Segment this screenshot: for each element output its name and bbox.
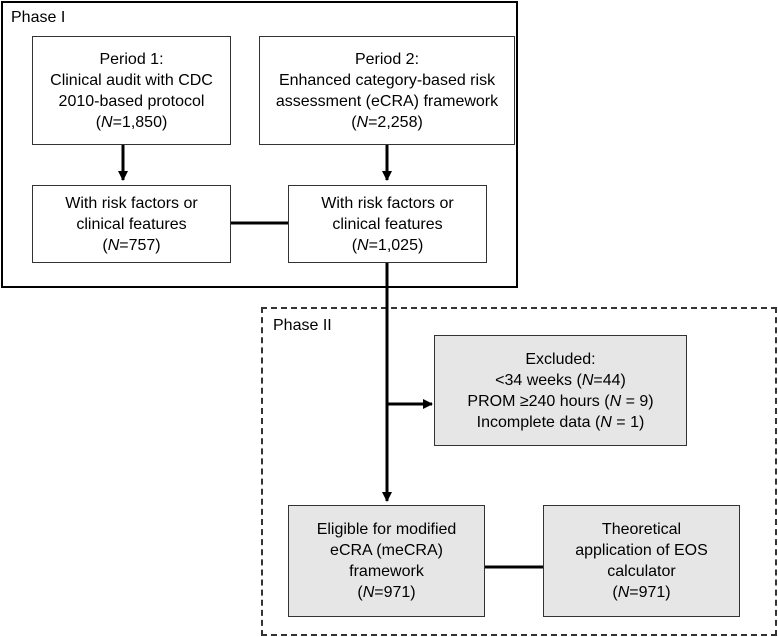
excluded-item-incomplete: Incomplete data (N = 1)	[476, 413, 645, 431]
eligible-mecra-box: Eligible for modified eCRA (meCRA) frame…	[288, 505, 485, 617]
period-2-box: Period 2: Enhanced category-based risk a…	[259, 36, 515, 145]
eligible-line2: eCRA (meCRA)	[330, 542, 443, 559]
excluded-title: Excluded:	[525, 350, 596, 368]
risk-factors-box-2: With risk factors or clinical features (…	[288, 185, 487, 263]
eos-line3: calculator	[607, 563, 676, 580]
risk-2-count: (N=1,025)	[351, 236, 424, 254]
phase-1-label: Phase I	[11, 9, 66, 26]
risk-1-line2: clinical features	[76, 215, 187, 233]
period-1-line3: 2010-based protocol	[58, 92, 205, 110]
period-2-title: Period 2:	[354, 50, 420, 68]
period-2-line3: assessment (eCRA) framework	[275, 92, 499, 110]
period-2-line2: Enhanced category-based risk	[278, 71, 496, 89]
risk-1-line1: With risk factors or	[65, 194, 198, 212]
period-1-title: Period 1:	[99, 50, 164, 68]
phase-2-frame	[261, 307, 777, 636]
eos-line1: Theoretical	[601, 521, 682, 538]
excluded-item-weeks: <34 weeks (N=44)	[495, 371, 626, 389]
excluded-item-prom: PROM ≥240 hours (N = 9)	[467, 392, 654, 410]
phase-1-frame	[1, 1, 518, 288]
eos-count: (N=971)	[612, 584, 671, 601]
eligible-line3: framework	[349, 563, 424, 580]
eligible-line1: Eligible for modified	[316, 521, 457, 538]
risk-2-line2: clinical features	[332, 215, 443, 233]
phase-2-label: Phase II	[273, 317, 332, 334]
risk-2-line1: With risk factors or	[321, 194, 454, 212]
risk-factors-box-1: With risk factors or clinical features (…	[32, 185, 231, 263]
eos-line2: application of EOS	[575, 542, 708, 559]
excluded-box: Excluded: <34 weeks (N=44) PROM ≥240 hou…	[434, 335, 687, 446]
period-1-line2: Clinical audit with CDC	[50, 71, 213, 89]
eligible-count: (N=971)	[357, 584, 416, 601]
period-1-box: Period 1: Clinical audit with CDC 2010-b…	[32, 36, 231, 145]
eos-calculator-box: Theoretical application of EOS calculato…	[543, 505, 740, 617]
period-1-count: (N=1,850)	[95, 113, 168, 131]
period-2-count: (N=2,258)	[351, 113, 423, 131]
risk-1-count: (N=757)	[102, 236, 161, 254]
